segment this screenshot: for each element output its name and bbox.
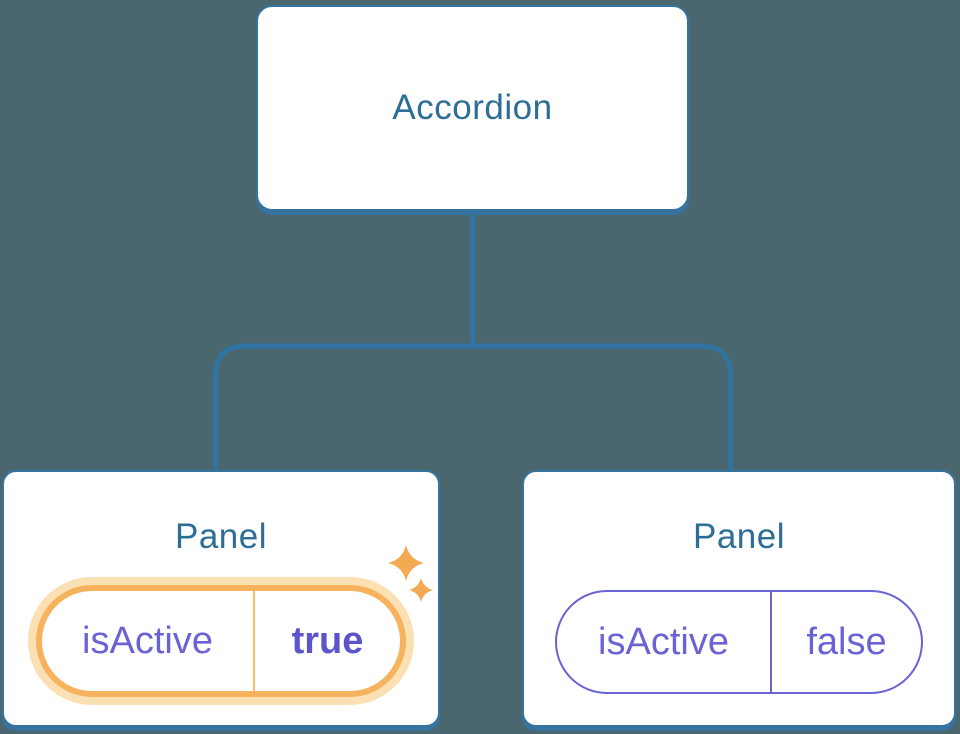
accordion-node-label: Accordion xyxy=(392,88,553,127)
accordion-component-node: Accordion xyxy=(256,5,689,211)
state-pill-active: isActive true xyxy=(28,577,414,705)
state-key-label: isActive xyxy=(598,620,729,663)
state-key-label: isActive xyxy=(82,619,213,662)
state-pill-divider xyxy=(253,591,255,691)
sparkle-large xyxy=(388,545,424,581)
state-pill-divider xyxy=(770,592,772,692)
sparkle-small xyxy=(409,578,433,602)
state-value-label: false xyxy=(806,620,887,663)
state-pill-inactive: isActive false xyxy=(555,590,923,694)
connector-branch xyxy=(213,343,733,471)
panel-component-node-active: Panel isActive true xyxy=(2,470,440,727)
sparkles-icon xyxy=(388,545,433,602)
state-pill-active-ring: isActive true xyxy=(36,585,406,697)
panel-node-label: Panel xyxy=(174,517,268,556)
panel-node-label: Panel xyxy=(692,517,786,556)
panel-component-node-inactive: Panel isActive false xyxy=(522,470,956,727)
state-value-label: true xyxy=(291,619,364,662)
state-pill-active-body: isActive true xyxy=(42,591,400,691)
